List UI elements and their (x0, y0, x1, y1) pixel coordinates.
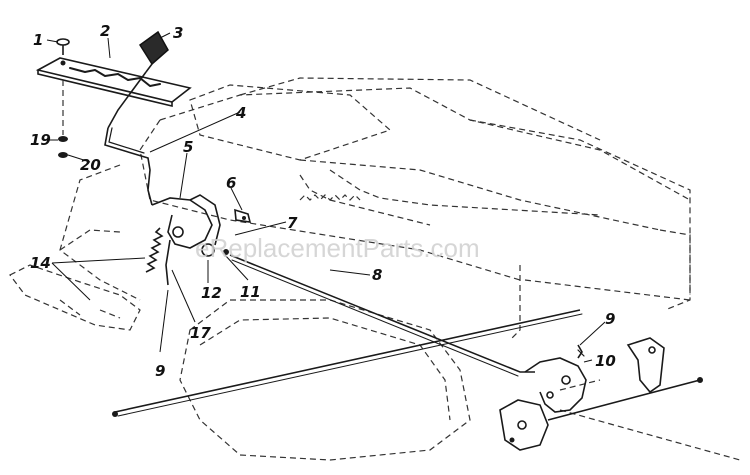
callout-11: 11 (240, 283, 261, 301)
washer-nut (58, 80, 68, 158)
knob (138, 30, 169, 73)
frame-outline (9, 77, 741, 461)
callout-3: 3 (173, 24, 183, 42)
callout-4: 4 (235, 104, 246, 122)
shift-lever (104, 71, 153, 206)
watermark: eReplacementParts.com (195, 233, 480, 263)
callout-8: 8 (372, 266, 382, 284)
callout-9-right: 9 (605, 310, 615, 328)
callout-6: 6 (226, 174, 236, 192)
spring (145, 227, 164, 273)
leader-lines (46, 32, 606, 363)
callout-labels: 1 2 3 4 5 6 7 8 9 9 10 11 12 14 17 19 20 (30, 22, 616, 380)
cross-shaft (112, 309, 583, 417)
shift-plate (35, 57, 192, 108)
callout-12: 12 (201, 284, 222, 302)
callout-17: 17 (190, 324, 211, 342)
callout-2: 2 (100, 22, 110, 40)
callout-9-left: 9 (155, 362, 165, 380)
callout-5: 5 (183, 138, 193, 156)
callout-14: 14 (30, 254, 51, 272)
callout-10: 10 (595, 352, 616, 370)
callout-20: 20 (80, 156, 101, 174)
control-rod (229, 254, 535, 377)
callout-1: 1 (33, 31, 43, 49)
rear-linkage (499, 337, 703, 451)
callout-7: 7 (287, 214, 298, 232)
screw-1 (56, 38, 70, 55)
linkage-bracket (151, 194, 252, 286)
callout-19: 19 (30, 131, 51, 149)
